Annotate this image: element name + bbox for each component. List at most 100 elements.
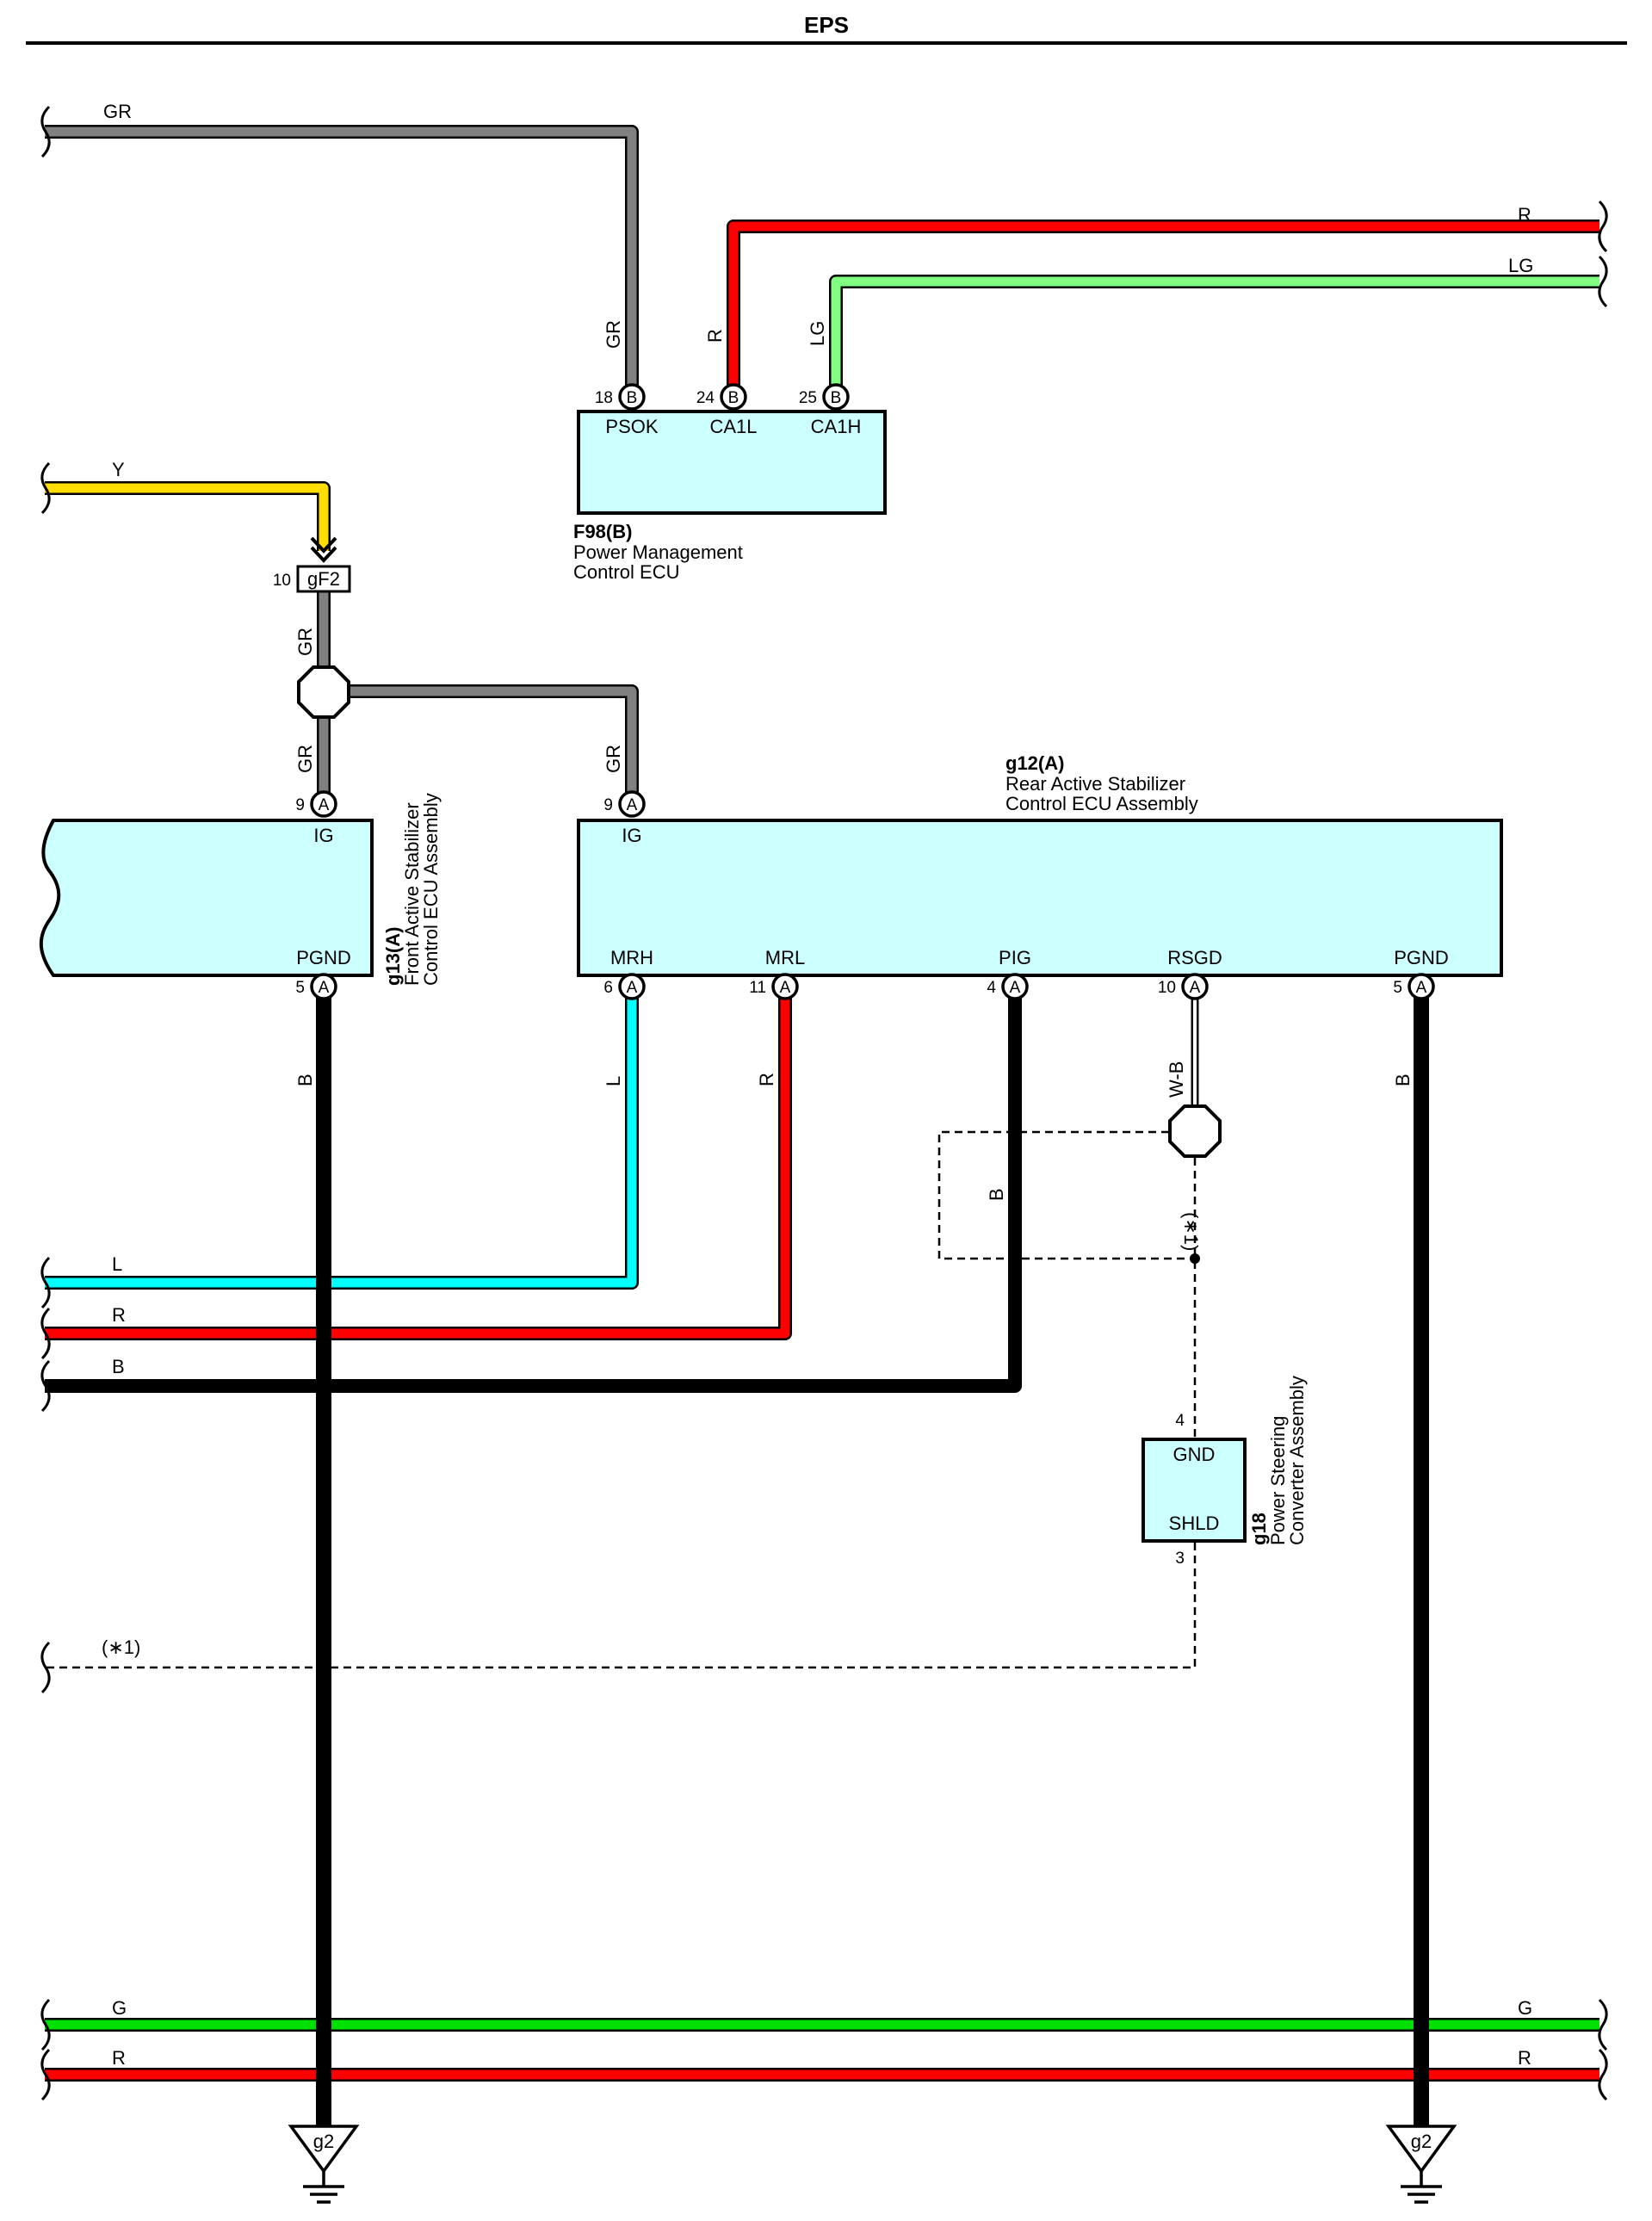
break-mark-l-left: [40, 1256, 51, 1309]
g12-connector-pig-letter: A: [1010, 979, 1021, 997]
g18-code: g18: [1248, 1513, 1270, 1545]
g12-connector-pgnd-letter: A: [1416, 979, 1427, 997]
g12-name-line1: Rear Active Stabilizer: [1005, 773, 1185, 795]
f98-connector-psok-letter: B: [627, 389, 638, 407]
g18-pin-num-gnd: 4: [1175, 1412, 1185, 1430]
break-mark-r-bottom-left: [40, 2048, 51, 2101]
ground-symbol-icon: [1385, 2125, 1457, 2174]
vwire-label-mrh: L: [603, 1076, 624, 1086]
vwire-label-ca1l: R: [704, 329, 726, 343]
wire-r-mrl-fill: [45, 988, 790, 1339]
g13-connector-ig-letter: A: [319, 796, 330, 814]
wire-l-mrh-fill: [45, 988, 637, 1288]
g18-box: [1142, 1438, 1247, 1543]
g13-connector-pgnd-letter: A: [319, 979, 330, 997]
wire-label-r-mid: R: [112, 1304, 126, 1326]
wire-break-marks: [40, 105, 1608, 2101]
g12-code: g12(A): [1005, 752, 1064, 774]
g12-box: [577, 819, 1503, 977]
g12-connector-mrl: [771, 973, 799, 1000]
vwire-label-gf2-below: GR: [294, 628, 316, 656]
f98-name-line1: Power Management: [573, 541, 743, 563]
g18-pin-name-shld: SHLD: [1169, 1513, 1220, 1534]
break-mark-r-right: [1598, 200, 1608, 253]
vwire-label-front-ig: GR: [294, 745, 316, 773]
ground-symbol-icon: [288, 2125, 360, 2174]
g12-pin-name-mrh: MRH: [610, 947, 653, 968]
wire-gr-rear-ig-fill: [324, 686, 637, 801]
break-mark-r-left: [40, 1307, 51, 1360]
f98-connector-ca1l-letter: B: [728, 389, 739, 407]
vwire-label-rear-pgnd: B: [1392, 1073, 1414, 1086]
vwire-label-rsgd: W-B: [1166, 1061, 1187, 1098]
g12-pin-num-ig: 9: [603, 796, 613, 814]
ground-code: g2: [313, 2131, 334, 2152]
g12-pin-num-mrh: 6: [603, 979, 613, 997]
gf2-connector: gF2 10: [273, 536, 351, 593]
gf2-code: gF2: [307, 568, 340, 590]
g13-name-line2: Control ECU Assembly: [420, 793, 442, 986]
break-mark-r-bottom-right: [1598, 2048, 1608, 2101]
wire-label-g-bottom-left: G: [112, 1997, 127, 2019]
wire-y-gf2-fill: [45, 483, 329, 551]
wire-lg-ca1h-fill: [831, 276, 1599, 394]
g13-front-stabilizer-ecu: A 9 IG A 5 PGND g13(A) Front Active Stab…: [39, 790, 442, 1000]
g18-name-line2: Converter Assembly: [1286, 1376, 1308, 1545]
g12-connector-rsgd: [1181, 973, 1209, 1000]
gf2-pin-num: 10: [273, 572, 291, 590]
wire-r-ca1l-fill: [728, 221, 1599, 394]
g18-power-steering-converter: 4 GND SHLD 3 g18 Power Steering Converte…: [1142, 1376, 1308, 1568]
g13-box: [39, 819, 374, 977]
g13-code: g13(A): [382, 927, 404, 986]
wire-gr-psok-fill: [45, 127, 637, 394]
ground-g2-left: g2: [288, 2125, 360, 2204]
f98-pin-name-ca1h: CA1H: [811, 416, 862, 437]
shield-junction-dot: [1190, 1253, 1200, 1264]
vwire-label-mrl: R: [756, 1073, 777, 1086]
f98-connector-ca1h: [822, 383, 850, 411]
g12-rear-stabilizer-ecu: g12(A) Rear Active Stabilizer Control EC…: [577, 752, 1503, 1000]
f98-pin-num-psok: 18: [595, 389, 613, 407]
g12-pin-name-rsgd: RSGD: [1167, 947, 1222, 968]
g13-name-line1: Front Active Stabilizer: [401, 802, 423, 986]
g12-pin-name-pgnd: PGND: [1394, 947, 1449, 968]
g12-pin-name-pig: PIG: [999, 947, 1031, 968]
wire-label-r-bottom-right: R: [1518, 2047, 1531, 2069]
break-mark-g-right: [1598, 1998, 1608, 2051]
g12-connector-pig: [1001, 973, 1029, 1000]
g12-connector-rsgd-letter: A: [1190, 979, 1201, 997]
f98-box: [577, 410, 887, 515]
g12-pin-name-ig: IG: [622, 825, 641, 846]
f98-connector-psok: [618, 383, 646, 411]
g12-pin-num-pgnd: 5: [1393, 979, 1402, 997]
wires: [45, 125, 1599, 2133]
wire-label-gr-top: GR: [103, 101, 132, 122]
shield-dashed-g18-3: [45, 1543, 1197, 1669]
break-mark-lg-right: [1598, 255, 1608, 308]
wire-label-r-top: R: [1518, 204, 1531, 226]
break-mark-b-left: [40, 1359, 51, 1413]
wire-l-mrh: [45, 988, 639, 1290]
page-title: EPS: [804, 12, 849, 38]
vwire-label-ca1h: LG: [807, 321, 828, 346]
f98-pin-name-ca1l: CA1L: [709, 416, 757, 437]
ground-g2-right: g2: [1385, 2125, 1457, 2204]
shield-splice-junction: [1168, 1104, 1222, 1158]
g12-pin-num-pig: 4: [987, 979, 996, 997]
f98-connector-ca1l: [720, 383, 747, 411]
wire-label-l-left: L: [112, 1253, 122, 1275]
f98-connector-ca1h-letter: B: [831, 389, 842, 407]
f98-code: F98(B): [573, 521, 632, 542]
wire-label-shield-note: (∗1): [102, 1636, 140, 1658]
g13-pin-name-pgnd: PGND: [296, 947, 351, 968]
gf2-box: [296, 565, 351, 593]
wire-label-lg-top: LG: [1508, 255, 1533, 276]
vwire-label-shield-note: (∗1): [1180, 1212, 1202, 1251]
break-mark-y-left: [40, 461, 51, 515]
g12-pin-num-rsgd: 10: [1158, 979, 1176, 997]
g12-connector-mrl-letter: A: [780, 979, 791, 997]
g18-pin-num-shld: 3: [1175, 1550, 1185, 1568]
vwire-label-rear-ig: GR: [603, 745, 624, 773]
wire-lg-ca1h: [829, 275, 1599, 394]
